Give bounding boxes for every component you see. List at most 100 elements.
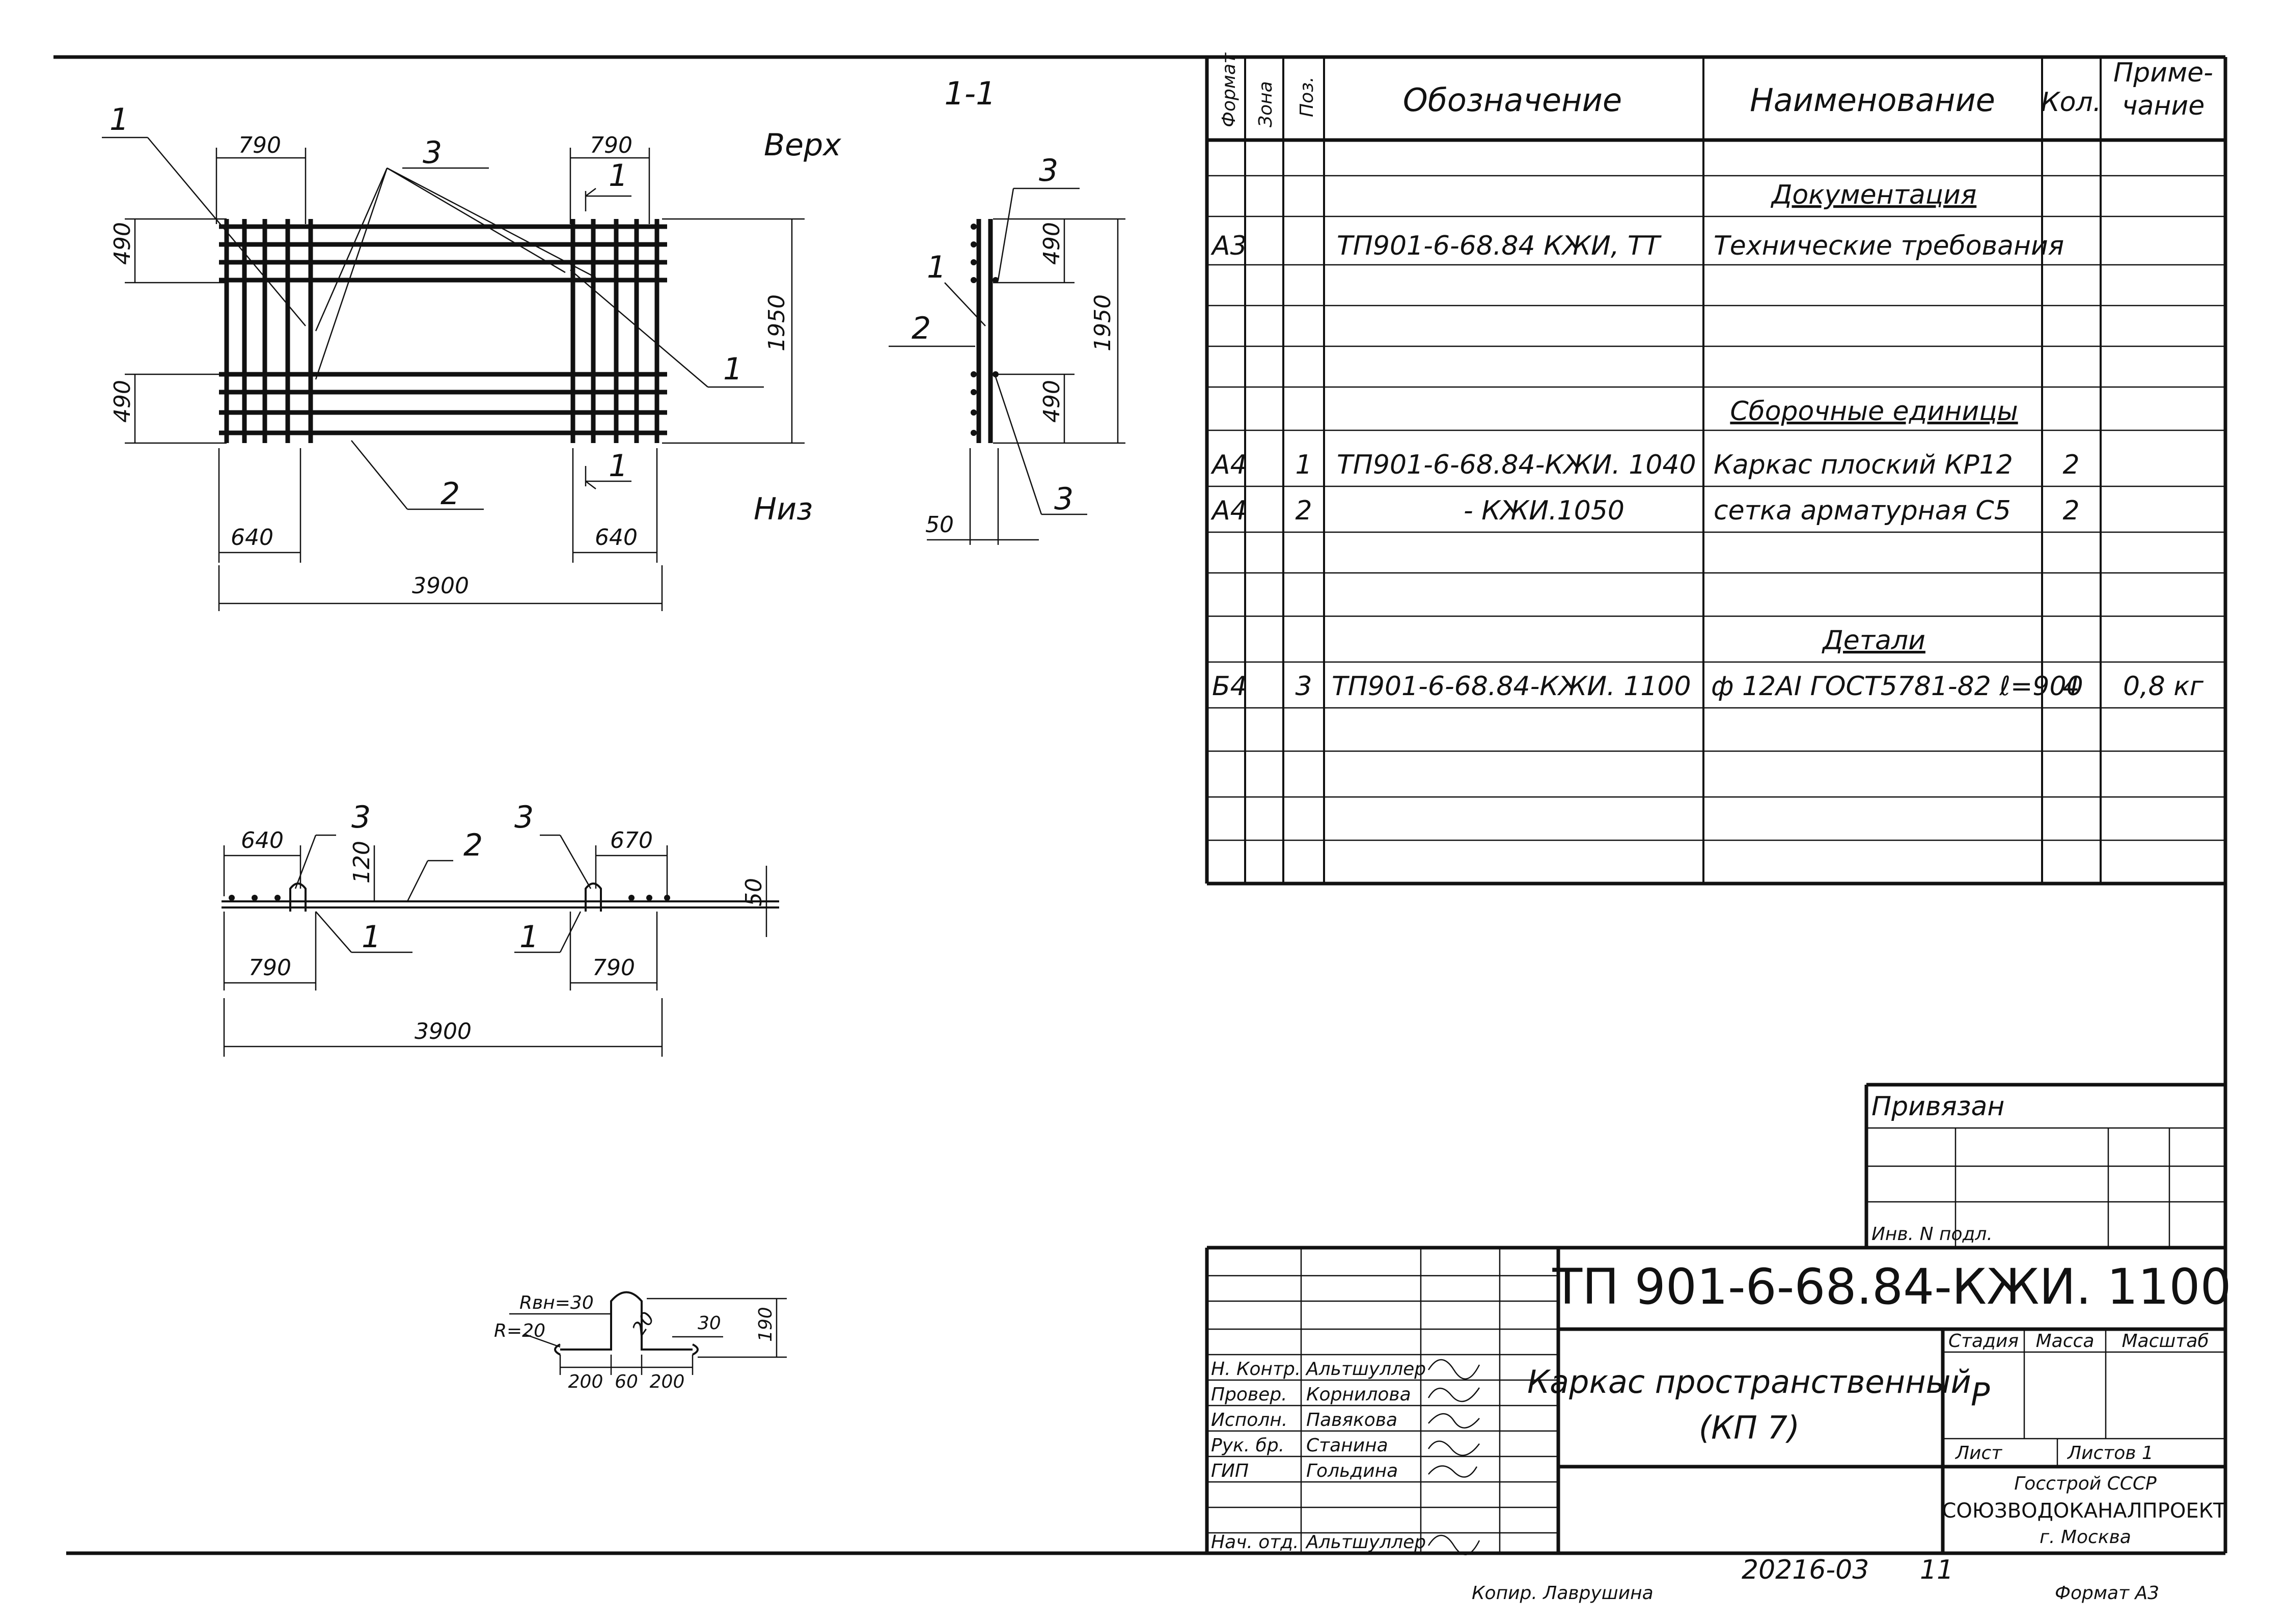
hook-dim-190: 190 <box>755 1307 776 1342</box>
header-pos: Поз. <box>1297 76 1317 117</box>
svg-text:Альтшуллер: Альтшуллер <box>1305 1359 1426 1380</box>
svg-text:Каркас плоский КР12: Каркас плоский КР12 <box>1714 450 2013 480</box>
plan-dim-1950: 1950 <box>764 294 790 351</box>
title-block: Н. Контр. Альтшуллер Провер. Корнилова И… <box>1205 1246 2232 1555</box>
footer-archive-number: 20216-03 <box>1742 1555 1869 1585</box>
svg-text:Исполн.: Исполн. <box>1211 1410 1287 1430</box>
section-callout-3-bottom: 3 <box>1054 481 1073 517</box>
section-callout-3-top: 3 <box>1039 153 1058 188</box>
privyazan-label: Привязан <box>1871 1091 2004 1122</box>
stage-value: Р <box>1971 1376 1990 1413</box>
elev-dim-640: 640 <box>241 828 284 854</box>
table-row: Б4 3 ТП901-6-68.84-КЖИ. 1100 ф 12АI ГОСТ… <box>1212 671 2204 702</box>
elevation-view: 640 670 120 790 790 3900 50 3 2 3 1 1 <box>222 800 779 1057</box>
plan-dim-3900: 3900 <box>412 573 469 599</box>
svg-text:2: 2 <box>2062 496 2079 526</box>
header-format: Формат <box>1219 52 1240 127</box>
signatures <box>1427 1359 1480 1555</box>
elev-dim-670: 670 <box>610 828 653 854</box>
plan-dim-640-right: 640 <box>595 525 638 550</box>
label-top: Верх <box>764 127 841 163</box>
stage-label: Стадия <box>1948 1331 2019 1352</box>
svg-text:ТП901-6-68.84 КЖИ, ТТ: ТП901-6-68.84 КЖИ, ТТ <box>1337 231 1662 261</box>
svg-text:А3: А3 <box>1210 231 1247 261</box>
plan-callout-3: 3 <box>423 135 442 171</box>
table-row: А4 2 - КЖИ.1050 сетка арматурная С5 2 <box>1210 496 2080 526</box>
section-label: 1-1 <box>944 75 996 112</box>
header-qty: Кол. <box>2041 87 2102 118</box>
svg-text:Провер.: Провер. <box>1211 1384 1287 1405</box>
document-title-2: (КП 7) <box>1699 1409 1800 1446</box>
svg-text:0,8 кг: 0,8 кг <box>2123 671 2204 702</box>
header-note-1: Приме- <box>2113 58 2213 88</box>
svg-text:А4: А4 <box>1210 496 1247 526</box>
svg-text:Гольдина: Гольдина <box>1306 1461 1398 1481</box>
header-name: Наименование <box>1750 81 1995 119</box>
elev-callout-2: 2 <box>463 828 483 863</box>
elev-callout-1-right: 1 <box>519 919 539 955</box>
svg-text:2: 2 <box>1295 496 1312 526</box>
mass-label: Масса <box>2036 1331 2095 1352</box>
section-dim-1950: 1950 <box>1090 294 1116 351</box>
svg-text:Технические требования: Технические требования <box>1714 231 2064 261</box>
section-dim-490-top: 490 <box>1039 222 1065 265</box>
table-row: А3 ТП901-6-68.84 КЖИ, ТТ Технические тре… <box>1210 231 2064 261</box>
elev-callout-3-left: 3 <box>351 800 371 835</box>
plan-frame-right <box>570 219 659 443</box>
elev-callout-1-left: 1 <box>362 919 381 955</box>
signature-row: Н. Контр. Альтшуллер <box>1211 1359 1426 1380</box>
hook-dim-200-left: 200 <box>568 1371 603 1392</box>
sheet-label: Лист <box>1954 1443 2002 1464</box>
section-documentation: Документация <box>1771 180 1976 210</box>
plan-cut-mark-top: 1 <box>609 158 628 194</box>
plan-callout-2: 2 <box>440 476 460 512</box>
plan-dimension-lines <box>125 148 805 611</box>
svg-text:4: 4 <box>2062 671 2079 702</box>
svg-text:А4: А4 <box>1210 450 1247 480</box>
svg-text:Н. Контр.: Н. Контр. <box>1211 1359 1301 1380</box>
hook-dim-200-right: 200 <box>650 1371 685 1392</box>
hook-detail: Rвн=30 R=20 20 30 190 200 60 200 <box>494 1291 787 1392</box>
svg-text:1: 1 <box>1295 450 1312 480</box>
header-note-2: чание <box>2122 91 2205 121</box>
label-bottom: Низ <box>754 491 813 527</box>
document-code: ТП 901-6-68.84-КЖИ. 1100 <box>1552 1258 2231 1315</box>
section-dim-490-bottom: 490 <box>1039 380 1065 423</box>
elev-dim-3900: 3900 <box>415 1019 472 1044</box>
section-details: Детали <box>1822 625 1925 656</box>
header-designation: Обозначение <box>1403 81 1622 119</box>
elev-dim-790-right: 790 <box>592 955 635 981</box>
signature-row: Рук. бр. Станина <box>1211 1435 1388 1456</box>
section-callout-1: 1 <box>927 250 946 285</box>
elev-bar-dots <box>229 895 670 901</box>
elev-lines <box>223 834 767 1057</box>
svg-text:ф 12АI ГОСТ5781-82 ℓ=900: ф 12АI ГОСТ5781-82 ℓ=900 <box>1711 671 2083 702</box>
table-row: А4 1 ТП901-6-68.84-КЖИ. 1040 Каркас плос… <box>1210 450 2080 480</box>
document-title-1: Каркас пространственный <box>1527 1363 1971 1400</box>
plan-frame-left <box>224 219 313 443</box>
hook-dim-30: 30 <box>698 1313 721 1334</box>
plan-dim-790-left: 790 <box>238 132 281 158</box>
plan-mesh-bottom <box>219 372 667 435</box>
svg-text:сетка арматурная С5: сетка арматурная С5 <box>1714 496 2011 526</box>
elev-callout-3-right: 3 <box>514 800 534 835</box>
footer-sheet-number: 11 <box>1920 1555 1953 1585</box>
svg-text:ТП901-6-68.84-КЖИ. 1100: ТП901-6-68.84-КЖИ. 1100 <box>1332 671 1691 702</box>
plan-dim-490-bottom: 490 <box>109 380 135 423</box>
svg-text:Станина: Станина <box>1306 1435 1388 1456</box>
header-zone: Зона <box>1255 81 1276 127</box>
sheet-frame <box>53 55 2227 1555</box>
svg-text:Нач. отд.: Нач. отд. <box>1211 1532 1299 1553</box>
signature-row: Провер. Корнилова <box>1211 1384 1411 1405</box>
plan-cut-mark-bottom: 1 <box>609 448 628 484</box>
svg-text:ГИП: ГИП <box>1211 1461 1249 1481</box>
elev-dim-120: 120 <box>349 841 375 884</box>
org-line-2: СОЮЗВОДОКАНАЛПРОЕКТ <box>1942 1499 2226 1523</box>
scale-label: Масштаб <box>2122 1331 2209 1352</box>
signature-row: Исполн. Павякова <box>1211 1410 1397 1430</box>
footer-copied-by: Копир. Лаврушина <box>1472 1583 1654 1604</box>
svg-text:2: 2 <box>2062 450 2079 480</box>
hook-dim-60: 60 <box>615 1371 638 1392</box>
section-1-1: 1-1 490 1950 490 50 3 1 2 3 <box>889 75 1125 545</box>
